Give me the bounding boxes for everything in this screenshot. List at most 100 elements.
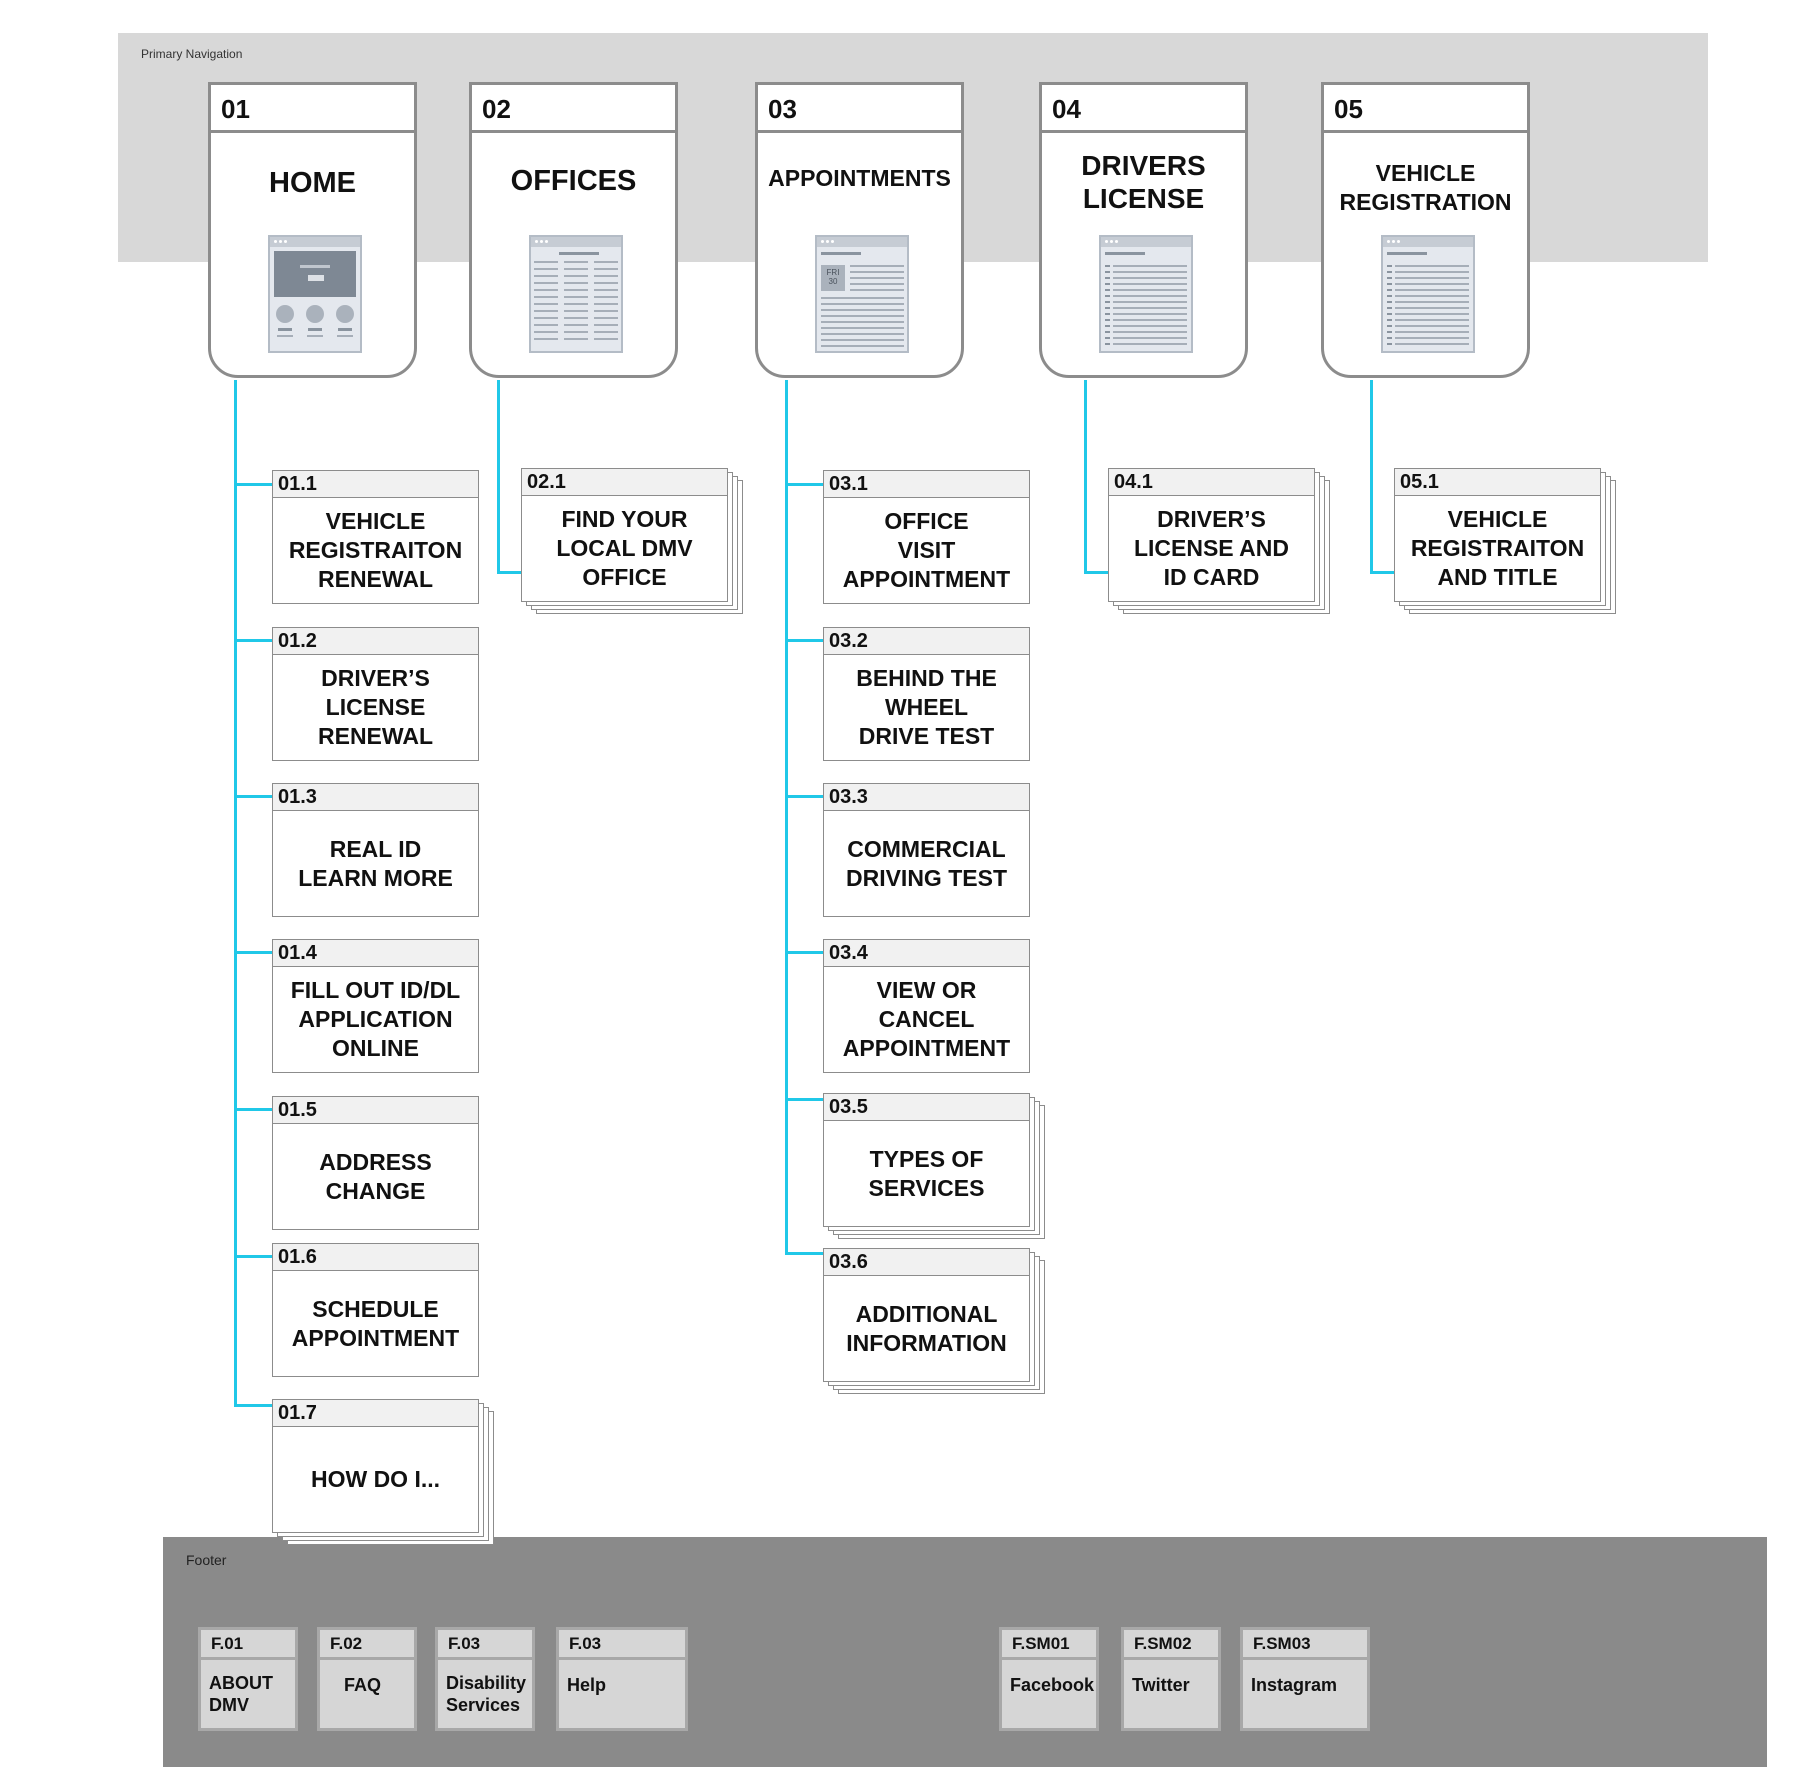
- sub-page-label: VIEW OR CANCEL APPOINTMENT: [842, 977, 1011, 1061]
- list-page-icon: [1099, 235, 1193, 353]
- sub-page-label: OFFICE VISIT APPOINTMENT: [842, 508, 1011, 592]
- footer-band: [163, 1537, 1767, 1767]
- sub-page-label: DRIVER’S LICENSE AND ID CARD: [1133, 506, 1290, 590]
- nav-card-number: 05: [1324, 85, 1527, 133]
- connector-01-6: [234, 1255, 274, 1258]
- footer-item-number: F.03: [438, 1630, 532, 1660]
- sub-page-label: VEHICLE REGISTRAITON RENEWAL: [288, 508, 463, 592]
- nav-card-vehicle-registration[interactable]: 05 VEHICLE REGISTRATION: [1321, 82, 1530, 378]
- connector-01-trunk: [234, 380, 237, 1406]
- connector-03-1: [785, 483, 825, 486]
- sub-page-label: REAL ID LEARN MORE: [298, 835, 453, 891]
- connector-01-1: [234, 483, 274, 486]
- sub-page-label: DRIVER’S LICENSE RENEWAL: [318, 665, 433, 749]
- sub-page-label: ADDITIONAL INFORMATION: [846, 1300, 1007, 1356]
- nav-card-title: OFFICES: [510, 165, 637, 197]
- footer-item-about-dmv[interactable]: F.01 ABOUT DMV: [198, 1627, 298, 1731]
- nav-card-number: 03: [758, 85, 961, 133]
- connector-01-5: [234, 1108, 274, 1111]
- connector-03-trunk: [785, 380, 788, 1255]
- footer-item-faq[interactable]: F.02 FAQ: [317, 1627, 417, 1731]
- connector-01-3: [234, 795, 274, 798]
- footer-item-number: F.SM03: [1243, 1630, 1367, 1660]
- calendar-page-icon: FRI 30: [815, 235, 909, 353]
- sub-page-number: 01.4: [273, 940, 478, 967]
- nav-card-number: 02: [472, 85, 675, 133]
- connector-03-2: [785, 639, 825, 642]
- sub-page-number: 03.2: [824, 628, 1029, 655]
- footer-item-twitter[interactable]: F.SM02 Twitter: [1121, 1627, 1221, 1731]
- sub-page-label: BEHIND THE WHEEL DRIVE TEST: [856, 665, 997, 749]
- nav-card-drivers-license[interactable]: 04 DRIVERS LICENSE: [1039, 82, 1248, 378]
- footer-item-label: FAQ: [344, 1675, 382, 1695]
- footer-item-facebook[interactable]: F.SM01 Facebook: [999, 1627, 1099, 1731]
- sub-page-label: ADDRESS CHANGE: [319, 1148, 432, 1204]
- table-page-icon: [529, 235, 623, 353]
- connector-03-3: [785, 795, 825, 798]
- calendar-date: 30: [828, 277, 838, 286]
- connector-05-1: [1370, 571, 1395, 574]
- connector-02-trunk: [497, 380, 500, 574]
- footer-item-number: F.02: [320, 1630, 414, 1660]
- nav-card-appointments[interactable]: 03 APPOINTMENTS FRI 30: [755, 82, 964, 378]
- sub-page-number: 01.6: [273, 1244, 478, 1271]
- connector-04-1: [1084, 571, 1109, 574]
- home-page-icon: [268, 235, 362, 353]
- connector-01-4: [234, 951, 274, 954]
- sub-page-label: COMMERCIAL DRIVING TEST: [845, 835, 1007, 891]
- sub-page-number: 03.4: [824, 940, 1029, 967]
- sub-page-number: 01.3: [273, 784, 478, 811]
- nav-card-title: HOME: [269, 167, 356, 199]
- sub-page-label: FIND YOUR LOCAL DMV OFFICE: [556, 506, 693, 590]
- connector-05-trunk: [1370, 380, 1373, 574]
- sub-page-number: 03.6: [824, 1249, 1029, 1276]
- sub-page-label: TYPES OF SERVICES: [868, 1145, 985, 1201]
- sub-page-number: 05.1: [1395, 469, 1600, 496]
- footer-item-label: ABOUT DMV: [209, 1673, 273, 1715]
- nav-card-home[interactable]: 01 HOME: [208, 82, 417, 378]
- footer-item-label: Twitter: [1132, 1675, 1190, 1695]
- connector-01-7: [234, 1404, 274, 1407]
- connector-04-trunk: [1084, 380, 1087, 574]
- sub-page-number: 01.1: [273, 471, 478, 498]
- connector-03-5: [785, 1098, 825, 1101]
- sub-page-label: SCHEDULE APPOINTMENT: [291, 1295, 460, 1351]
- footer-item-instagram[interactable]: F.SM03 Instagram: [1240, 1627, 1370, 1731]
- sub-page-label: VEHICLE REGISTRAITON AND TITLE: [1410, 506, 1585, 590]
- footer-item-label: Disability Services: [446, 1673, 527, 1715]
- nav-card-number: 04: [1042, 85, 1245, 133]
- sub-page-number: 01.2: [273, 628, 478, 655]
- footer-label: Footer: [186, 1552, 227, 1568]
- sub-page-number: 03.5: [824, 1094, 1029, 1121]
- footer-item-help[interactable]: F.03 Help: [556, 1627, 688, 1731]
- sub-page-number: 01.7: [273, 1400, 478, 1427]
- nav-card-number: 01: [211, 85, 414, 133]
- footer-item-label: Instagram: [1251, 1675, 1338, 1695]
- nav-card-title: APPOINTMENTS: [768, 165, 951, 191]
- footer-item-label: Help: [567, 1675, 607, 1695]
- nav-card-offices[interactable]: 02 OFFICES: [469, 82, 678, 378]
- sub-page-label: HOW DO I...: [310, 1466, 441, 1492]
- connector-02-1: [497, 571, 522, 574]
- connector-01-2: [234, 639, 274, 642]
- calendar-day: FRI: [826, 268, 840, 277]
- footer-item-number: F.SM02: [1124, 1630, 1218, 1660]
- footer-item-number: F.SM01: [1002, 1630, 1096, 1660]
- footer-item-disability-services[interactable]: F.03 Disability Services: [435, 1627, 535, 1731]
